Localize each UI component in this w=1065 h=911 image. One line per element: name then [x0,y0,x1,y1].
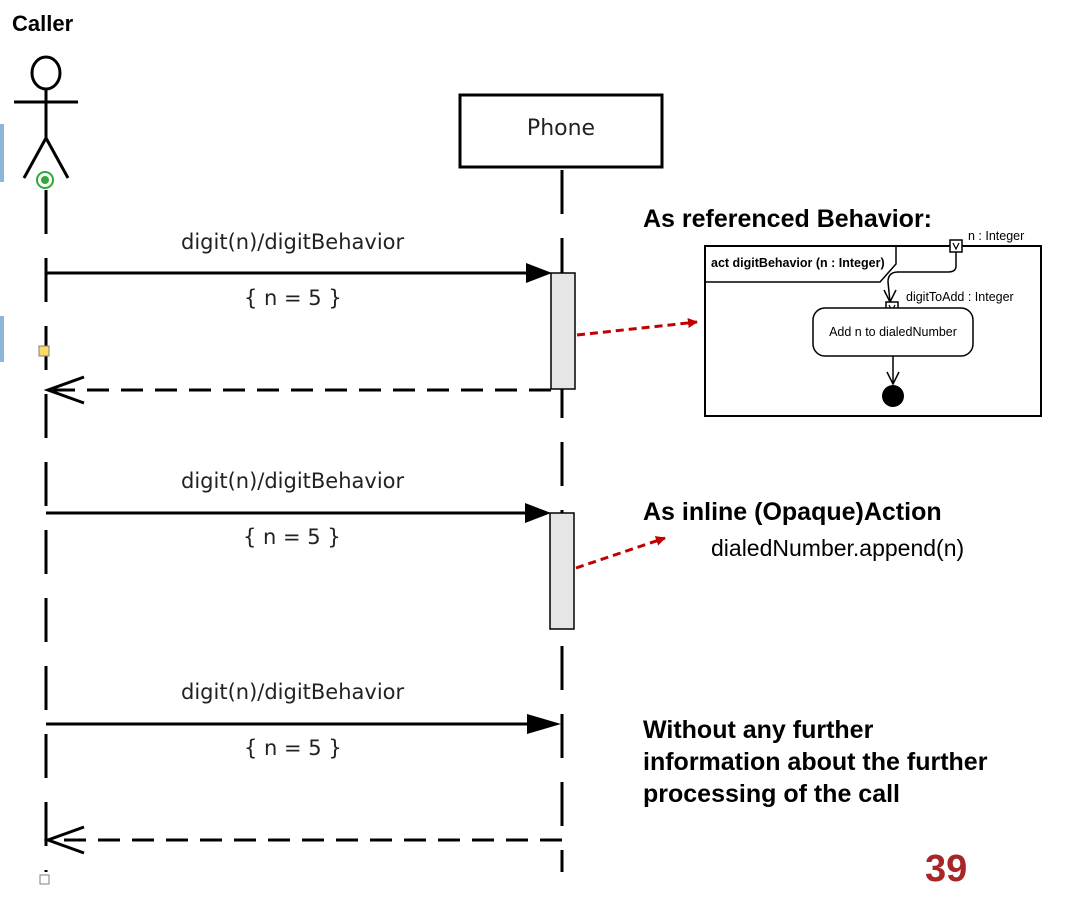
activation-bar-1 [550,272,576,390]
referenced-behavior-heading: As referenced Behavior: [643,205,933,233]
action-label: Add n to dialedNumber [829,325,957,339]
pointer-to-referenced-behavior [576,317,698,337]
pointer-to-inline-action [575,536,666,570]
selection-handle-yellow-icon[interactable] [38,345,50,357]
object-flow-edge [887,252,957,303]
message-guard-1: { n = 5 } [244,286,342,310]
message-arrowhead-2 [525,503,551,523]
activity-frame-title: act digitBehavior (n : Integer) [711,256,885,270]
message-label-2: digit(n)/digitBehavior [181,469,405,493]
parameter-chevron-icon [952,242,960,251]
message-guard-2: { n = 5 } [243,525,341,549]
lifeline-name: Phone [526,116,596,141]
phone-lifeline-head [458,93,664,169]
no-info-line-3: processing of the call [643,780,901,808]
return-arrowhead-3 [43,825,85,855]
inline-action-heading: As inline (Opaque)Action [643,498,942,526]
inline-action-code: dialedNumber.append(n) [711,535,965,561]
selection-handle-green-icon[interactable] [36,171,54,189]
message-label-3: digit(n)/digitBehavior [181,680,405,704]
message-guard-3: { n = 5 } [244,736,342,760]
message-arrowhead-3 [527,714,561,734]
no-info-line-2: information about the further [643,748,988,776]
return-arrowhead-1 [43,375,85,405]
selection-handle-white-icon[interactable] [39,874,50,885]
page-number: 39 [925,848,968,890]
side-tab-top [0,124,4,182]
no-info-line-1: Without any further [643,716,874,744]
message-arrowhead-1 [526,263,552,283]
side-tab-bottom [0,316,4,362]
actor-name: Caller [12,11,74,36]
control-flow-arrowhead [886,371,900,386]
pin-label: digitToAdd : Integer [906,290,1014,304]
activation-bar-2 [549,512,575,630]
caller-actor-icon [14,55,78,179]
message-label-1: digit(n)/digitBehavior [181,230,405,254]
parameter-label: n : Integer [968,229,1025,243]
final-node-icon [882,385,904,407]
